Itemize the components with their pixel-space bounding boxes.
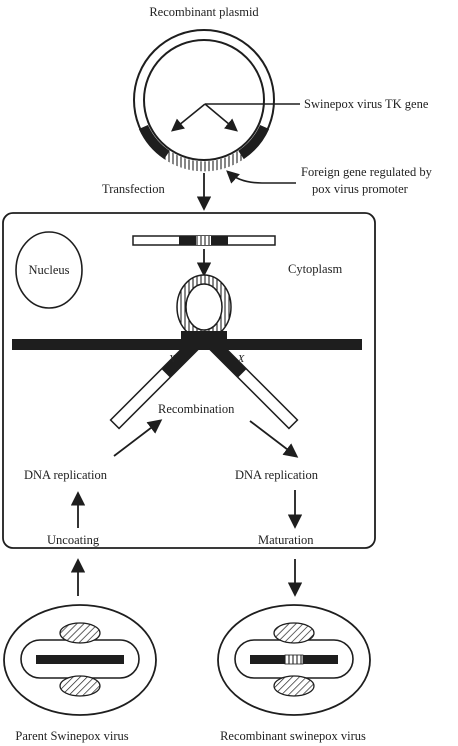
arrow-recombination-to-replication bbox=[249, 420, 299, 458]
recombinant-swinepox-virus bbox=[217, 604, 371, 716]
host-cell bbox=[2, 212, 376, 549]
recombinant-virus-label: Recombinant swinepox virus bbox=[220, 729, 366, 743]
cytoplasm-label: Cytoplasm bbox=[288, 262, 342, 276]
linearized-plasmid bbox=[132, 235, 276, 246]
maturation-label: Maturation bbox=[258, 533, 314, 547]
circular-plasmid-intermediate bbox=[176, 274, 232, 340]
plasmid-title: Recombinant plasmid bbox=[149, 5, 259, 19]
parent-virus-label: Parent Swinepox virus bbox=[15, 729, 128, 743]
tk-gene-pointer bbox=[171, 103, 300, 132]
dna-replication-right-label: DNA replication bbox=[235, 468, 319, 482]
parent-swinepox-virus bbox=[3, 604, 157, 716]
dna-replication-left-label: DNA replication bbox=[24, 468, 108, 482]
recombinant-plasmid bbox=[133, 29, 275, 172]
transfection-label: Transfection bbox=[102, 182, 165, 196]
recombination-arm-left bbox=[109, 339, 200, 430]
crossover-mark-right: X bbox=[237, 353, 246, 365]
nucleus bbox=[15, 231, 83, 309]
tk-gene-segment-left bbox=[138, 124, 170, 160]
foreign-gene-pointer bbox=[226, 170, 296, 184]
tk-gene-label: Swinepox virus TK gene bbox=[304, 97, 429, 111]
recombination-label: Recombination bbox=[158, 402, 235, 416]
arrow-replication-to-recombination bbox=[113, 419, 163, 457]
foreign-gene-label-line2: pox virus promoter bbox=[312, 182, 409, 196]
foreign-gene-label-line1: Foreign gene regulated by bbox=[301, 165, 433, 179]
crossover-mark-left: X bbox=[168, 353, 177, 365]
tk-gene-segment-right bbox=[238, 124, 270, 160]
recombination-arm-right bbox=[208, 339, 299, 430]
foreign-gene-segment bbox=[164, 150, 244, 172]
nucleus-label: Nucleus bbox=[29, 263, 70, 277]
uncoating-label: Uncoating bbox=[47, 533, 100, 547]
